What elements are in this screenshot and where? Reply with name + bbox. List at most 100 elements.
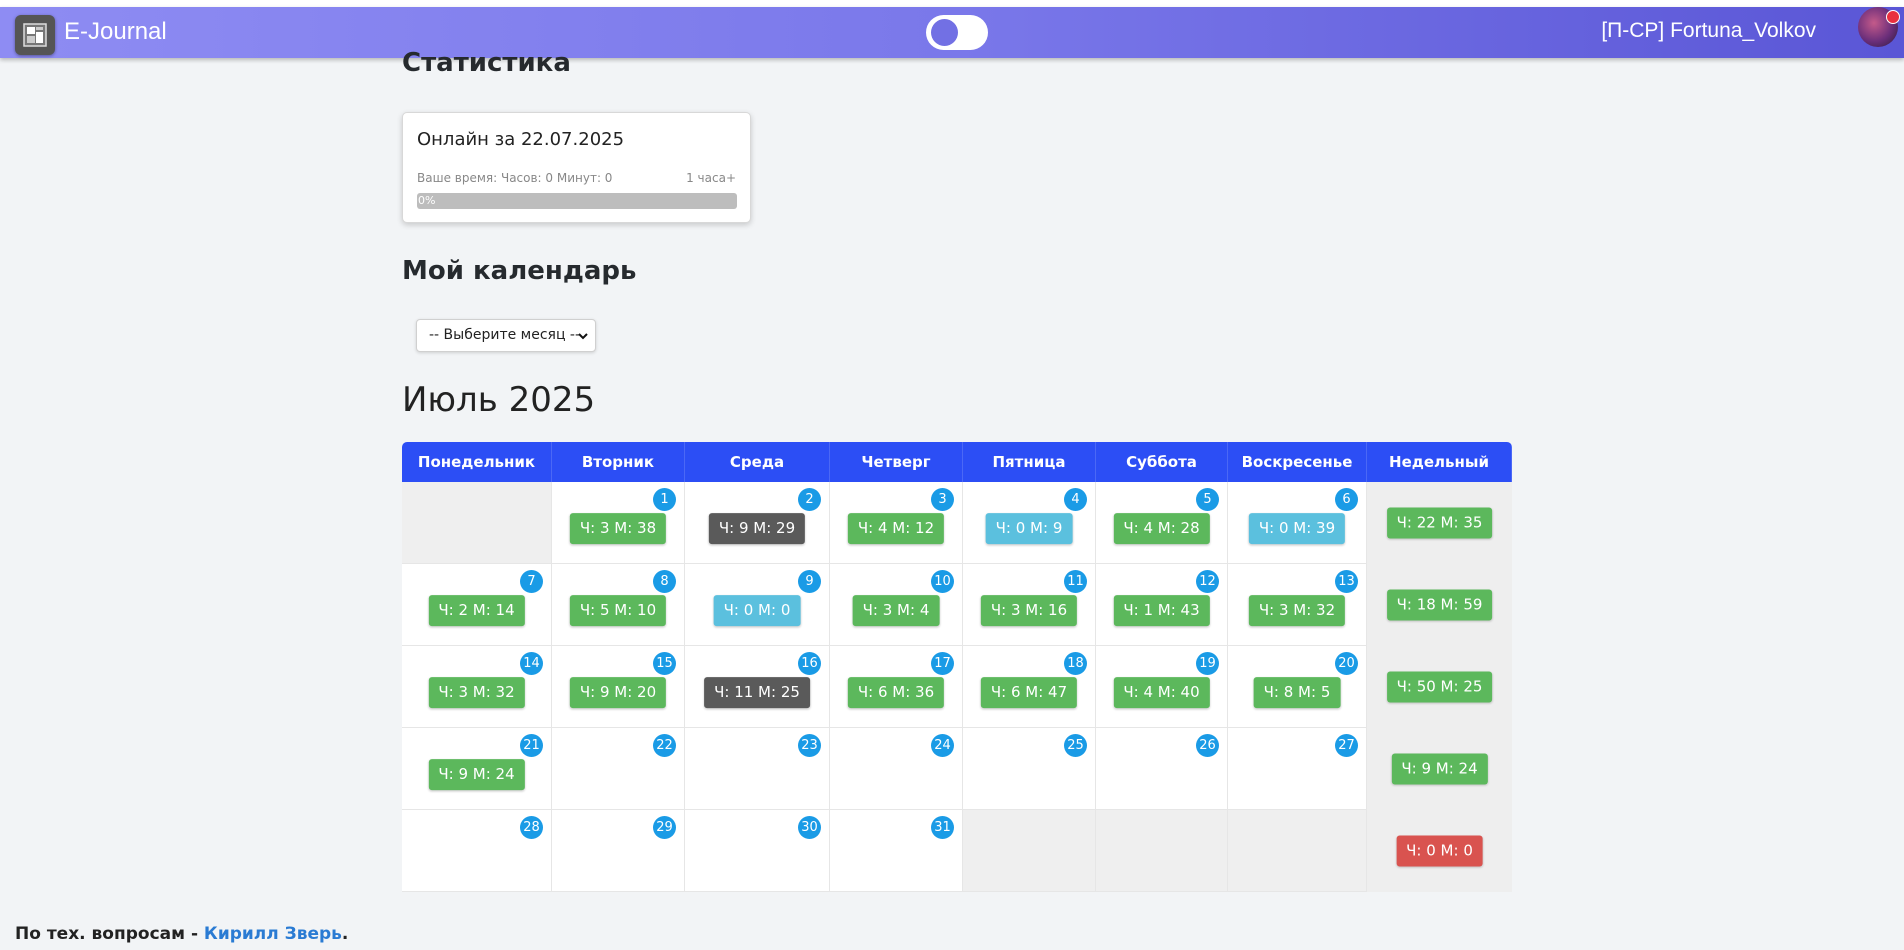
weekly-total-cell: Ч: 22 М: 35 <box>1367 482 1512 564</box>
day-number: 19 <box>1196 652 1219 675</box>
toggle-knob <box>931 19 958 46</box>
calendar-header-cell: Четверг <box>830 442 963 482</box>
calendar-day-cell[interactable]: 22 <box>552 728 685 810</box>
calendar-day-cell[interactable]: 28 <box>402 810 552 892</box>
calendar-day-cell[interactable]: 31 <box>830 810 963 892</box>
brand-title[interactable]: E-Journal <box>64 18 167 45</box>
day-number: 20 <box>1335 652 1358 675</box>
calendar-day-cell[interactable]: 25 <box>963 728 1096 810</box>
notification-dot <box>1886 10 1900 24</box>
progress-text: 0% <box>418 194 436 207</box>
footer-contact-link[interactable]: Кирилл Зверь <box>203 924 342 944</box>
footer-end: . <box>341 924 349 944</box>
calendar-header-cell: Понедельник <box>402 442 552 482</box>
day-number: 18 <box>1064 652 1087 675</box>
weekly-total-badge: Ч: 22 М: 35 <box>1386 507 1493 539</box>
day-number: 1 <box>653 488 676 511</box>
day-number: 31 <box>931 816 954 839</box>
calendar-day-cell[interactable]: 24 <box>830 728 963 810</box>
calendar-header-cell: Пятница <box>963 442 1096 482</box>
day-time-badge: Ч: 4 М: 40 <box>1113 676 1210 708</box>
day-number: 24 <box>931 734 954 757</box>
weekly-total-cell: Ч: 18 М: 59 <box>1367 564 1512 646</box>
day-number: 29 <box>653 816 676 839</box>
calendar-heading: Мой календарь <box>402 256 637 286</box>
calendar-day-cell[interactable]: 29 <box>552 810 685 892</box>
footer-text: По тех. вопросам - <box>15 924 204 944</box>
calendar-header-cell: Недельный <box>1367 442 1512 482</box>
day-time-badge: Ч: 4 М: 12 <box>847 512 945 544</box>
weekly-total-badge: Ч: 18 М: 59 <box>1386 589 1493 621</box>
day-number: 15 <box>653 652 676 675</box>
day-time-badge: Ч: 2 М: 14 <box>428 594 525 626</box>
navbar: E-Journal [П-СР] Fortuna_Volkov <box>0 7 1904 58</box>
weekly-total-badge: Ч: 9 М: 24 <box>1391 753 1488 785</box>
calendar-day-cell[interactable]: 30 <box>685 810 830 892</box>
calendar-header-cell: Воскресенье <box>1228 442 1367 482</box>
theme-toggle[interactable] <box>926 15 988 50</box>
calendar-empty-cell <box>963 810 1096 892</box>
user-name[interactable]: [П-СР] Fortuna_Volkov <box>1601 19 1816 42</box>
calendar-day-cell[interactable]: 26 <box>1096 728 1228 810</box>
calendar-day-cell[interactable]: 27 <box>1228 728 1367 810</box>
weekly-total-badge: Ч: 0 М: 0 <box>1396 835 1483 867</box>
calendar-day-cell[interactable]: 23 <box>685 728 830 810</box>
day-time-badge: Ч: 3 М: 16 <box>980 594 1078 626</box>
day-number: 7 <box>520 570 543 593</box>
weekly-total-cell: Ч: 50 М: 25 <box>1367 646 1512 728</box>
weekly-total-cell: Ч: 0 М: 0 <box>1367 810 1512 892</box>
journal-logo-icon[interactable] <box>15 15 55 55</box>
day-time-badge: Ч: 6 М: 36 <box>847 676 945 708</box>
calendar-empty-cell <box>402 482 552 564</box>
day-number: 4 <box>1064 488 1087 511</box>
month-title: Июль 2025 <box>402 380 596 420</box>
month-select-value: -- Выберите месяц -- <box>429 327 581 343</box>
calendar-header-cell: Среда <box>685 442 830 482</box>
online-progress-bar: 0% <box>417 193 737 209</box>
day-number: 8 <box>653 570 676 593</box>
day-number: 13 <box>1335 570 1358 593</box>
day-time-badge: Ч: 1 М: 43 <box>1113 594 1210 626</box>
calendar-empty-cell <box>1228 810 1367 892</box>
online-card: Онлайн за 22.07.2025 Ваше время: Часов: … <box>402 112 751 223</box>
day-number: 25 <box>1064 734 1087 757</box>
day-number: 27 <box>1335 734 1358 757</box>
day-number: 6 <box>1335 488 1358 511</box>
day-time-badge: Ч: 6 М: 47 <box>980 676 1078 708</box>
day-time-badge: Ч: 8 М: 5 <box>1253 676 1341 708</box>
day-number: 17 <box>931 652 954 675</box>
day-time-badge: Ч: 0 М: 39 <box>1248 512 1346 544</box>
day-time-badge: Ч: 0 М: 9 <box>985 512 1073 544</box>
day-time-badge: Ч: 4 М: 28 <box>1113 512 1210 544</box>
calendar-header-cell: Вторник <box>552 442 685 482</box>
day-time-badge: Ч: 9 М: 24 <box>428 758 525 790</box>
month-select[interactable]: -- Выберите месяц -- <box>416 319 596 352</box>
day-time-badge: Ч: 3 М: 4 <box>852 594 940 626</box>
day-number: 30 <box>798 816 821 839</box>
calendar-empty-cell <box>1096 810 1228 892</box>
day-number: 26 <box>1196 734 1219 757</box>
day-number: 12 <box>1196 570 1219 593</box>
day-time-badge: Ч: 11 М: 25 <box>704 676 810 708</box>
